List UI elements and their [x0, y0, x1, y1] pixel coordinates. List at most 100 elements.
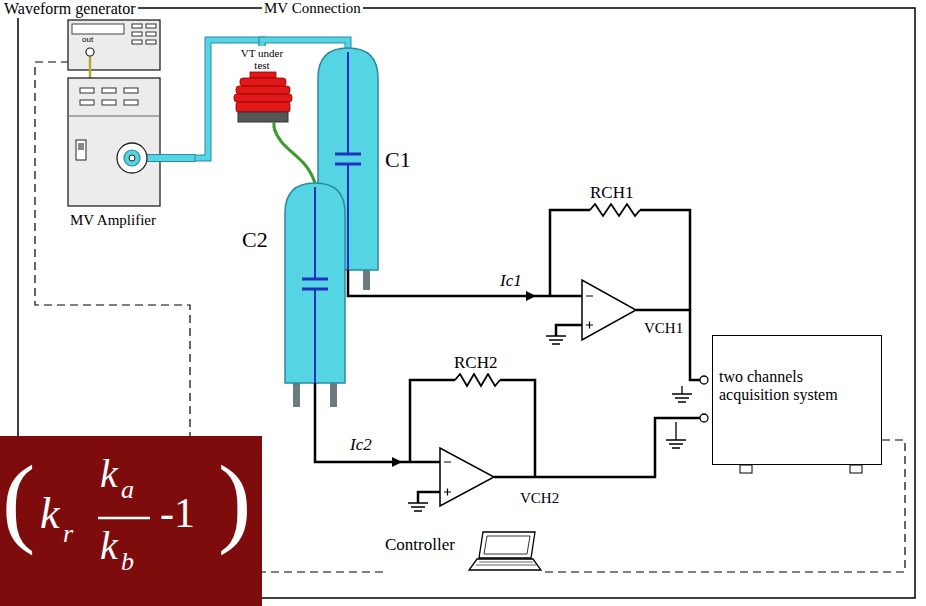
vch1-wire [636, 310, 700, 380]
connector-line [274, 128, 315, 183]
connector-line [89, 72, 92, 76]
drawing-polygon [469, 559, 541, 570]
formula-term: -1 [160, 490, 195, 536]
drawing-rect [124, 88, 138, 93]
component-label: C2 [242, 228, 268, 252]
drawing-rect [236, 86, 290, 94]
capacitor-c2: C2 [240, 183, 346, 413]
drawing-rect [234, 94, 292, 102]
resistor-symbol [590, 204, 640, 216]
device-title: Waveform generator [2, 0, 138, 18]
mv-amplifier: MV Amplifier [60, 76, 195, 234]
drawing-path [476, 562, 536, 565]
ground-wire [418, 492, 440, 503]
drawing-rect [146, 32, 156, 36]
drawing-rect [80, 100, 94, 105]
device-foot [740, 465, 752, 473]
opamp-symbol [582, 280, 636, 340]
drawing-rect [132, 32, 142, 36]
resistor-label: RCH1 [588, 184, 635, 203]
controller-laptop: Controller [383, 530, 545, 578]
drawing-path [302, 279, 328, 289]
connector [274, 128, 315, 183]
drawing-path [546, 336, 566, 344]
drawing-rect [330, 383, 337, 407]
drawing-circle [129, 155, 135, 161]
formula-box: (krkakb-1) [0, 436, 262, 606]
drawing-rect [363, 270, 370, 290]
drawing-rect [132, 40, 142, 44]
current-label: Ic2 [348, 436, 374, 455]
capacitor-c2-drawing [240, 183, 346, 413]
drawing-path [408, 503, 428, 511]
drawing-line [273, 122, 276, 128]
port-label: out [82, 36, 93, 45]
ground-symbols [408, 336, 692, 511]
drawing-rect [78, 143, 84, 150]
drawing-rect [72, 24, 124, 34]
drawing-rect [68, 78, 160, 206]
drawing-path [347, 52, 349, 270]
drawing-line [347, 270, 350, 293]
drawing-rect [146, 24, 156, 28]
device-title: two channels acquisition system [719, 368, 869, 403]
drawing-circle [86, 48, 94, 56]
opamp-signs [444, 462, 451, 496]
signal-label: VCH1 [642, 320, 685, 337]
ic2-wire [315, 413, 440, 462]
drawing-line [314, 383, 317, 413]
drawing-rect [102, 88, 116, 93]
drawing-rect [146, 40, 156, 44]
connector [90, 72, 91, 76]
drawing-rect [80, 88, 94, 93]
drawing-rect [250, 72, 276, 78]
connection-label: MV Connection [262, 0, 363, 17]
drawing-polygon [484, 536, 530, 554]
drawing-path [285, 183, 345, 383]
acquisition-system: two channels acquisition system [712, 335, 882, 465]
drawing-path [335, 154, 361, 164]
opamp-symbol [440, 448, 494, 506]
drawing-line [98, 517, 150, 520]
ground-wire [556, 325, 582, 336]
signal-label: VCH2 [518, 490, 561, 507]
current-arrow [392, 457, 402, 467]
connector-line [262, 40, 348, 48]
component-label: C1 [385, 148, 411, 172]
drawing-circle [117, 143, 147, 173]
vt-under-test: VT under test [226, 46, 298, 128]
device-title: MV Amplifier [70, 212, 156, 229]
opamp-signs [586, 296, 593, 329]
current-label: Ic1 [498, 272, 524, 291]
waveform-generator: Waveform generator out [0, 0, 180, 72]
vch2-wire [494, 418, 700, 477]
formula-subscript: b [121, 548, 134, 577]
formula-symbol: k [100, 452, 118, 496]
terminal [700, 376, 708, 384]
drawing-path [672, 386, 692, 402]
terminal [700, 414, 708, 422]
drawing-rect [76, 140, 86, 160]
formula-paren: ) [218, 446, 251, 556]
drawing-path [314, 187, 316, 383]
drawing-rect [124, 100, 138, 105]
device-title: Controller [385, 536, 455, 555]
feedback-wire [410, 380, 455, 462]
connector [262, 40, 348, 48]
drawing-circle [124, 150, 140, 166]
device-label: VT under test [237, 47, 287, 71]
drawing-polygon [479, 532, 535, 558]
resistor-symbol [455, 374, 500, 386]
drawing-rect [132, 24, 142, 28]
formula-subscript: r [63, 520, 73, 549]
drawing-rect [240, 78, 286, 86]
connector-outline [262, 40, 348, 48]
feedback-wire [640, 210, 690, 310]
ic1-wire [348, 293, 582, 296]
resistor-label: RCH2 [452, 354, 499, 373]
drawing-rect [238, 112, 288, 122]
mv-amplifier-drawing [60, 76, 195, 234]
current-arrow [526, 291, 536, 301]
formula-symbol: k [100, 524, 118, 568]
feedback-wire [500, 380, 535, 477]
